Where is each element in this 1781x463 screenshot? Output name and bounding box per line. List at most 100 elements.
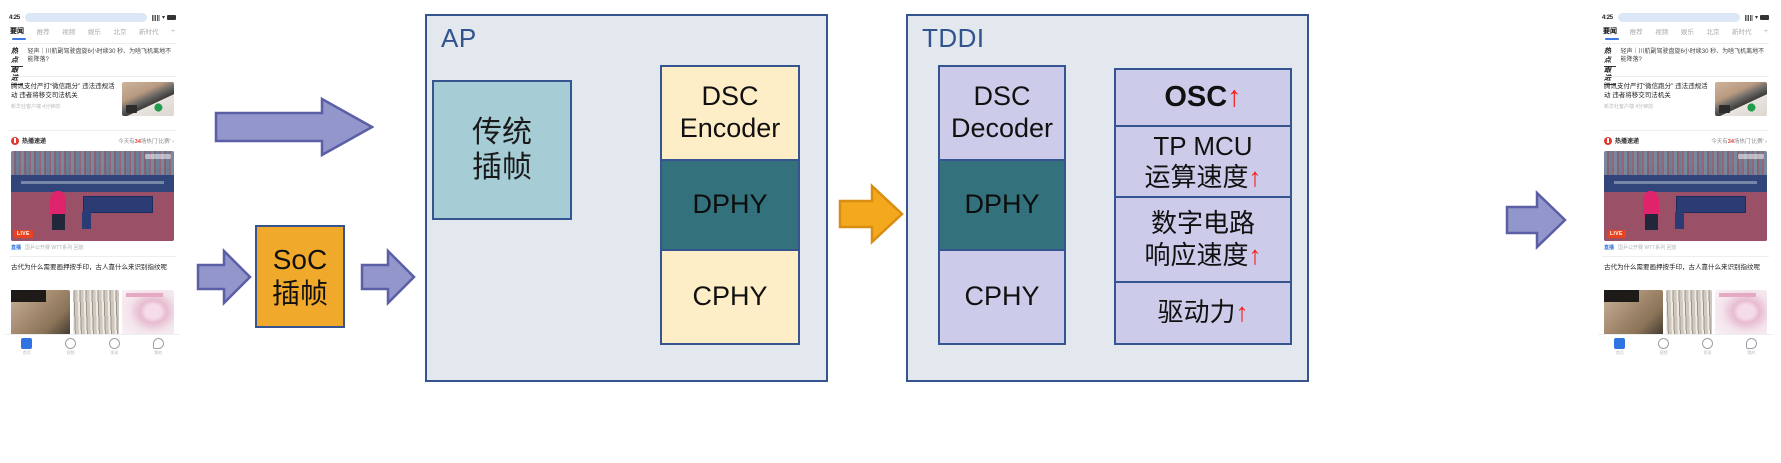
tab-tuijian[interactable]: 推荐 (36, 29, 50, 36)
feature-osc[interactable]: OSC↑ (1116, 70, 1290, 128)
tab-yaowen[interactable]: 要闻 (1603, 28, 1617, 35)
nav-item-profile[interactable]: 我的 (1745, 338, 1757, 356)
ap-dsc-line-1: DSC (701, 81, 759, 112)
article-1-title: 腾讯支付严打“微信跑分” 违法违规活动 违者将移交司法机关 (1604, 83, 1708, 100)
thumbnail-2 (1665, 290, 1713, 338)
nav-item-video[interactable]: 视频 (1658, 338, 1670, 356)
tab-bar[interactable]: 要闻 推荐 视频 娱乐 北京 新时代 + (5, 25, 180, 37)
traditional-line-1: 传统 (472, 115, 532, 149)
thumbnail-3 (1715, 290, 1767, 338)
live-section-header[interactable]: 热播速递 今天有34场热门‘比赛’ › (1604, 136, 1767, 145)
article-card-1[interactable]: 腾讯支付严打“微信跑分” 违法违规活动 违者将移交司法机关 新华社客户端 4分钟… (11, 82, 174, 116)
feature-osc-label: OSC (1164, 81, 1228, 114)
tddi-dphy-block[interactable]: DPHY (940, 159, 1064, 251)
hot-topic-text[interactable]: 轻声｜川航副驾驶盘旋6小时续30 秒、为啥飞机离地不能降落? (1620, 49, 1765, 64)
hot-topic-badge: 热点跟进 (1604, 48, 1617, 85)
hot-topic-row[interactable]: 热点跟进 轻声｜川航副驾驶盘旋6小时续30 秒、为啥飞机离地不能降落? (11, 48, 174, 85)
feature-driving-force[interactable]: 驱动力↑ (1116, 283, 1290, 343)
tab-xinshidai[interactable]: 新时代 (139, 29, 159, 36)
feature-tp-mcu-line-1: TP MCU (1153, 130, 1253, 161)
live-photo-meta: 直播 国乒公开赛 WTT系列 回放 (11, 244, 174, 251)
status-bar: 4:25 ▾ (5, 12, 180, 23)
live-meta-text: 国乒公开赛 WTT系列 回放 (25, 245, 84, 251)
soc-box[interactable]: SoC 插帧 (255, 225, 345, 328)
hot-topic-row[interactable]: 热点跟进 轻声｜川航副驾驶盘旋6小时续30 秒、为啥飞机离地不能降落? (1604, 48, 1767, 85)
hot-topic-text[interactable]: 轻声｜川航副驾驶盘旋6小时续30 秒、为啥飞机离地不能降落? (27, 49, 172, 64)
tab-yule[interactable]: 娱乐 (1680, 29, 1694, 36)
article-1-thumbnail (122, 82, 174, 116)
nav-item-profile[interactable]: 我的 (152, 338, 164, 356)
nav-item-discover[interactable]: 发现 (108, 338, 120, 356)
feature-driving-force-label: 驱动力 (1157, 297, 1236, 328)
profile-icon (1745, 338, 1757, 349)
tab-active-underline (1605, 38, 1619, 40)
tddi-cphy-block[interactable]: CPHY (940, 250, 1064, 343)
article-card-1[interactable]: 腾讯支付严打“微信跑分” 违法违规活动 违者将移交司法机关 新华社客户端 4分钟… (1604, 82, 1767, 116)
video-icon (1658, 338, 1670, 349)
article-2-thumbnails[interactable] (11, 290, 174, 338)
tddi-phy-stack: DSC Decoder DPHY CPHY (938, 65, 1066, 345)
right-phone-screenshot: 4:25 ▾ 要闻 推荐 视频 娱乐 北京 新时代 + (1598, 8, 1773, 360)
up-arrow-icon: ↑ (1235, 297, 1249, 328)
ap-cphy-block[interactable]: CPHY (662, 250, 798, 343)
up-arrow-icon: ↑ (1248, 161, 1262, 192)
traditional-line-2: 插帧 (472, 151, 532, 184)
arrow-ap-to-tddi (838, 183, 904, 245)
nav-item-home[interactable]: 首页 (21, 338, 33, 356)
bottom-nav-bar[interactable]: 首页 视频 发现 我的 (5, 334, 180, 360)
wifi-icon: ▾ (1754, 15, 1758, 21)
article-2-title[interactable]: 古代为什么需要画押按手印，古人靠什么来识别指纹呢 (1604, 264, 1760, 271)
up-arrow-icon: ↑ (1248, 239, 1262, 270)
feature-digital-line-1: 数字电路 (1150, 208, 1255, 239)
article-2-thumbnails[interactable] (1604, 290, 1767, 338)
divider (9, 43, 176, 44)
tab-bar[interactable]: 要闻 推荐 视频 娱乐 北京 新时代 + (1598, 25, 1773, 37)
article-2-title[interactable]: 古代为什么需要画押按手印，古人靠什么来识别指纹呢 (11, 264, 167, 271)
notch (24, 13, 147, 22)
left-phone-screenshot: 4:25 ▾ 要闻 推荐 视频 娱乐 北京 新时代 + (5, 8, 180, 360)
tab-add[interactable]: + (1764, 27, 1768, 35)
live-meta-text: 国乒公开赛 WTT系列 回放 (1618, 245, 1677, 251)
nav-item-home[interactable]: 首页 (1614, 338, 1626, 356)
traditional-interpolation-box[interactable]: 传统 插帧 (432, 80, 572, 220)
feature-tp-mcu[interactable]: TP MCU 运算速度↑ (1116, 127, 1290, 199)
live-photo[interactable]: LIVE (1604, 151, 1767, 241)
arrow-tddi-to-phone (1505, 190, 1567, 250)
live-icon (1604, 136, 1612, 145)
tab-xinshidai[interactable]: 新时代 (1732, 29, 1752, 36)
live-section-count[interactable]: 今天有34场热门‘比赛’ › (118, 138, 174, 145)
bottom-nav-bar[interactable]: 首页 视频 发现 我的 (1598, 334, 1773, 360)
live-photo-meta: 直播 国乒公开赛 WTT系列 回放 (1604, 244, 1767, 251)
feature-digital-circuit[interactable]: 数字电路 响应速度↑ (1116, 198, 1290, 283)
tab-yaowen[interactable]: 要闻 (10, 28, 24, 35)
live-section-count[interactable]: 今天有34场热门‘比赛’ › (1711, 138, 1767, 145)
live-photo[interactable]: LIVE (11, 151, 174, 241)
tab-shipin[interactable]: 视频 (1655, 29, 1669, 36)
soc-line-1: SoC (272, 243, 328, 275)
tddi-dsc-decoder-block[interactable]: DSC Decoder (940, 67, 1064, 160)
nav-item-discover[interactable]: 发现 (1701, 338, 1713, 356)
tab-tuijian[interactable]: 推荐 (1629, 29, 1643, 36)
ap-dsc-encoder-block[interactable]: DSC Encoder (662, 67, 798, 160)
tab-add[interactable]: + (171, 27, 175, 35)
status-time: 4:25 (9, 14, 20, 21)
divider (9, 130, 176, 131)
tab-yule[interactable]: 娱乐 (87, 29, 101, 36)
status-time: 4:25 (1602, 14, 1613, 21)
article-1-title: 腾讯支付严打“微信跑分” 违法违规活动 违者将移交司法机关 (11, 83, 115, 100)
tddi-dsc-line-1: DSC (973, 81, 1031, 112)
nav-item-video[interactable]: 视频 (65, 338, 77, 356)
ap-cphy-label: CPHY (692, 280, 768, 311)
tab-beijing[interactable]: 北京 (1706, 29, 1720, 36)
ap-dphy-block[interactable]: DPHY (662, 159, 798, 251)
article-1-meta: 新华社客户端 4分钟前 (1604, 103, 1654, 110)
divider (9, 76, 176, 77)
tab-beijing[interactable]: 北京 (113, 29, 127, 36)
live-section-header[interactable]: 热播速递 今天有34场热门‘比赛’ › (11, 136, 174, 145)
arrow-phone-to-soc (196, 248, 252, 306)
compass-icon (1701, 338, 1713, 349)
video-icon (65, 338, 77, 349)
live-section-title: 热播速递 (22, 139, 47, 145)
tab-shipin[interactable]: 视频 (62, 29, 76, 36)
